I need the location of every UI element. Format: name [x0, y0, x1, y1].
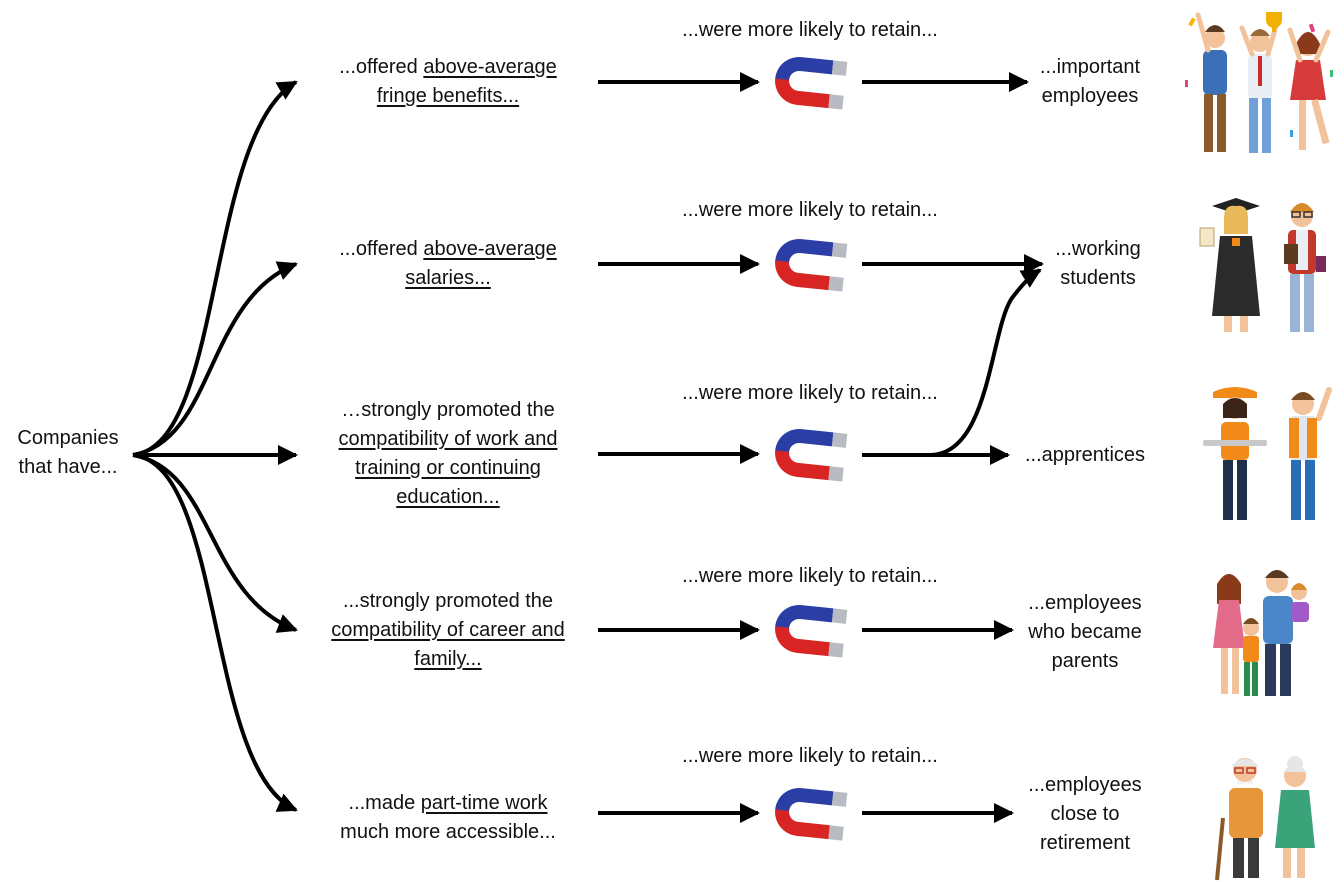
target-label-5: ...employees close to retirement: [1005, 771, 1165, 858]
cause-label-2: ...offered above-average salaries...: [298, 235, 598, 293]
cause-text-segment: training or continuing: [355, 457, 541, 479]
cause-text-segment: part-time work: [420, 792, 548, 814]
retain-label-2: ...were more likely to retain...: [682, 199, 938, 221]
target-label-2: ...working students: [1018, 235, 1178, 293]
cause-text-segment: salaries...: [405, 267, 491, 289]
illustration-family: [1195, 562, 1344, 702]
illustration-apprentices: [1195, 378, 1344, 528]
cause-label-5: ...made part-time work much more accessib…: [298, 789, 598, 847]
cause-label-3: …strongly promoted the compatibility of w…: [288, 396, 608, 512]
cause-label-1: ...offered above-average fringe benefits.…: [298, 53, 598, 111]
magnet-icon: [765, 783, 853, 843]
retain-label-4: ...were more likely to retain...: [682, 565, 938, 587]
magnet-icon: [765, 600, 853, 660]
magnet-to-target-arrow-3b: [929, 268, 1042, 457]
target-label-line: close to: [1050, 803, 1120, 825]
target-label-line: ...employees: [1028, 774, 1142, 796]
cause-text-segment: compatibility of work and: [338, 428, 558, 450]
target-label-line: ...apprentices: [1024, 444, 1146, 466]
cause-text-segment: …strongly promoted the: [341, 399, 555, 421]
illustration-elderly-couple: [1205, 748, 1344, 882]
target-label-line: employees: [1041, 85, 1139, 107]
target-label-line: parents: [1051, 650, 1119, 672]
cause-text-segment: fringe benefits...: [376, 85, 520, 107]
target-label-3: ...apprentices: [1005, 441, 1165, 470]
source-label-line-1: Companies: [17, 427, 119, 449]
cause-text-segment: family...: [414, 648, 482, 670]
source-label-line-2: that have...: [18, 456, 118, 478]
target-label-line: students: [1060, 267, 1136, 289]
branch-arrow-row-1: [132, 80, 298, 457]
illustration-graduate-and-student: [1190, 192, 1340, 337]
retain-label-1: ...were more likely to retain...: [682, 19, 938, 41]
cause-text-segment: compatibility of career and: [331, 619, 565, 641]
cause-label-4: ...strongly promoted the compatibility of…: [288, 587, 608, 674]
retain-label-3: ...were more likely to retain...: [682, 382, 938, 404]
branch-arrow-row-2: [132, 261, 298, 457]
illustration-celebrating-employees: [1180, 10, 1340, 160]
magnet-icon: [765, 234, 853, 294]
source-label: Companies that have...: [6, 424, 130, 482]
cause-text-segment: above-average: [423, 56, 557, 78]
cause-text-segment: education...: [396, 486, 500, 508]
cause-text-segment: ...made: [348, 792, 421, 814]
target-label-1: ...important employees: [1010, 53, 1170, 111]
target-label-line: ...working: [1055, 238, 1141, 260]
target-label-line: ...important: [1039, 56, 1141, 78]
magnet-icon: [765, 52, 853, 112]
cause-text-segment: ...offered: [339, 56, 424, 78]
branch-arrow-row-4: [132, 453, 298, 633]
cause-text-segment: above-average: [423, 238, 557, 260]
cause-text-segment: ...offered: [339, 238, 424, 260]
target-label-line: retirement: [1039, 832, 1131, 854]
retain-label-5: ...were more likely to retain...: [682, 745, 938, 767]
magnet-icon: [765, 424, 853, 484]
cause-text-segment: much more accessible...: [340, 821, 556, 843]
target-label-line: ...employees: [1028, 592, 1142, 614]
target-label-line: who became: [1028, 621, 1142, 643]
cause-text-segment: ...strongly promoted the: [342, 590, 554, 612]
target-label-4: ...employees who became parents: [1005, 589, 1165, 676]
branch-arrow-row-5: [132, 453, 298, 812]
